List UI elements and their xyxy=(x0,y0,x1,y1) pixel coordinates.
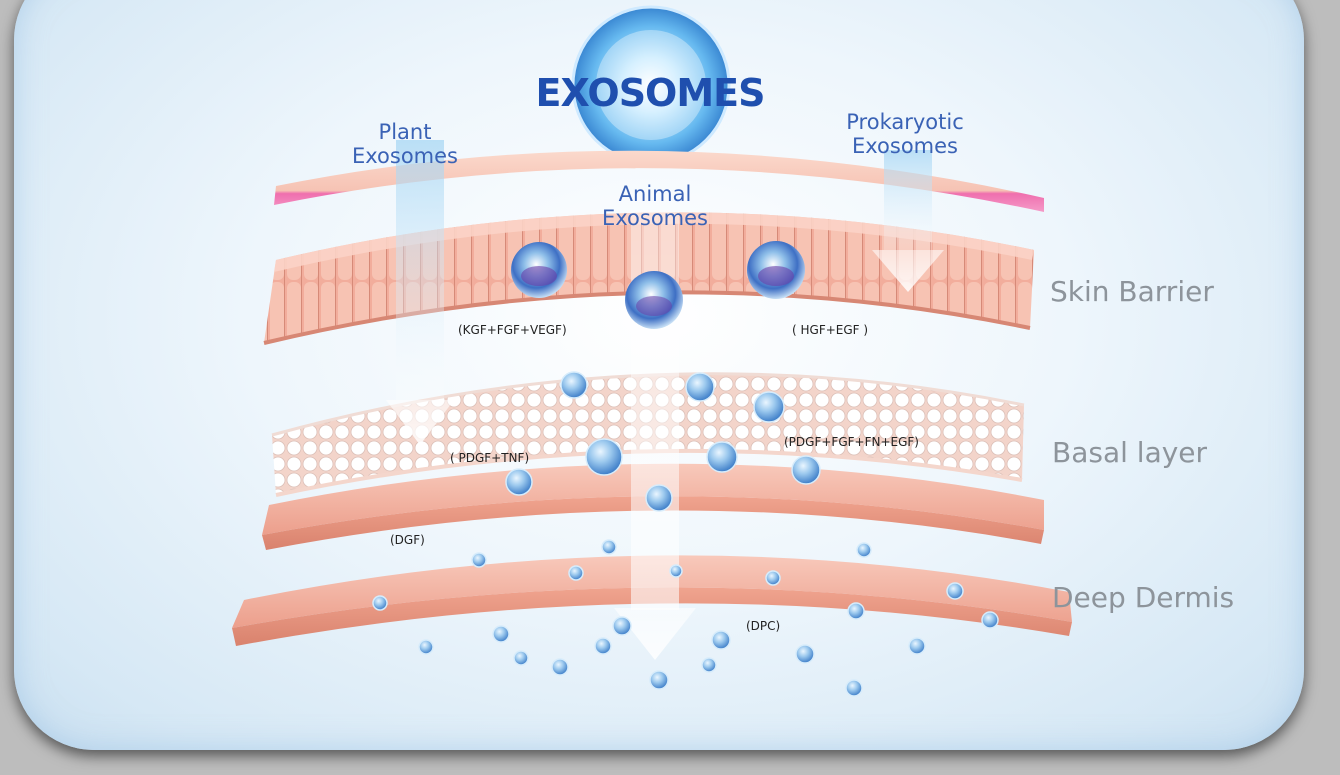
deep-dermis-slab xyxy=(232,555,1072,646)
diagram-title: EXOSOMES xyxy=(535,71,765,115)
diagram-frame: EXOSOMES Plant Exosomes Animal Exosomes … xyxy=(14,0,1304,750)
growth-factor-kgf: (KGF+FGF+VEGF) xyxy=(458,323,567,337)
deep-dermis-label: Deep Dermis xyxy=(1052,581,1235,614)
top-layer-slab xyxy=(274,150,1044,212)
prokaryotic-exosomes-label: Prokaryotic Exosomes xyxy=(846,110,964,158)
basal-layer-label: Basal layer xyxy=(1052,436,1208,469)
animal-exosomes-label: Animal Exosomes xyxy=(601,182,708,230)
large-exosome xyxy=(511,242,567,298)
large-exosome xyxy=(625,271,683,329)
plant-exosomes-label: Plant Exosomes xyxy=(351,120,458,168)
plant-exosome-beam xyxy=(386,140,454,445)
growth-factor-pdgf-fn: (PDGF+FGF+FN+EGF) xyxy=(784,435,919,449)
growth-factor-dgf: (DGF) xyxy=(390,533,425,547)
title-sphere xyxy=(571,5,731,165)
exosome-particles xyxy=(372,371,999,697)
growth-factor-dpc: (DPC) xyxy=(746,619,781,633)
large-exosome xyxy=(747,241,805,299)
skin-barrier-label: Skin Barrier xyxy=(1050,275,1214,308)
growth-factor-hgf: ( HGF+EGF ) xyxy=(792,323,869,337)
prokaryotic-exosome-beam xyxy=(872,150,944,292)
growth-factor-pdgf-tnf: ( PDGF+TNF) xyxy=(450,451,530,465)
exosome-diagram xyxy=(232,5,1072,697)
dermis-slab xyxy=(262,463,1044,550)
